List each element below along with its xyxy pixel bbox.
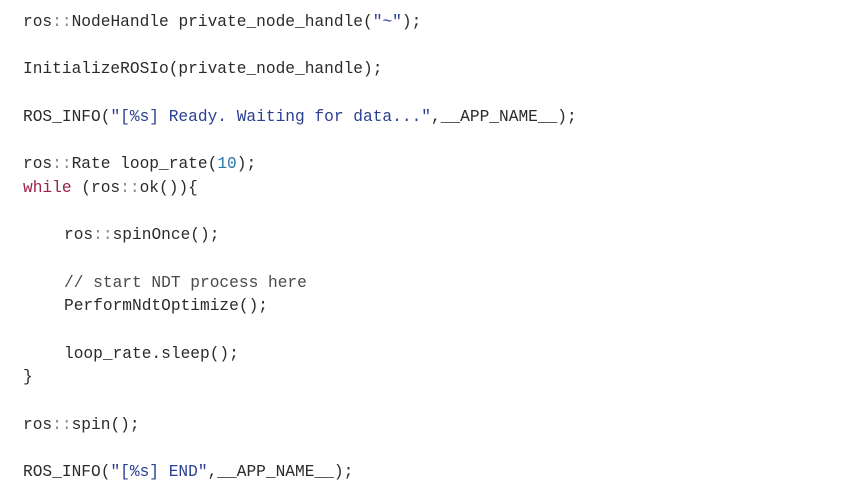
code-token-declaration: Rate loop_rate( bbox=[71, 155, 218, 174]
code-line-blank bbox=[23, 201, 859, 225]
code-line-2: InitializeROSIo(private_node_handle); bbox=[23, 58, 859, 82]
code-line-blank bbox=[23, 82, 859, 106]
code-token-string: "~" bbox=[372, 13, 402, 31]
code-token-scope-operator: :: bbox=[52, 155, 72, 174]
code-token-call: spinOnce(); bbox=[112, 226, 220, 245]
code-line-3: ROS_INFO("[%s] Ready. Waiting for data..… bbox=[23, 106, 859, 130]
code-line-blank bbox=[23, 390, 859, 414]
code-token-string: "[%s] END" bbox=[110, 463, 208, 482]
code-token-string: "[%s] Ready. Waiting for data..." bbox=[110, 107, 432, 126]
code-token-namespace: ros bbox=[23, 415, 53, 434]
code-token-scope-operator: :: bbox=[120, 178, 140, 197]
code-token-call: ROS_INFO( bbox=[23, 107, 111, 126]
code-line-blank bbox=[23, 129, 859, 153]
code-token-punctuation: ); bbox=[401, 13, 422, 31]
code-line-6: ros::spinOnce(); bbox=[23, 224, 859, 248]
code-line-1: ros::NodeHandle private_node_handle("~")… bbox=[23, 11, 859, 35]
code-token-call: loop_rate.sleep(); bbox=[64, 344, 239, 363]
code-line-blank bbox=[23, 319, 859, 343]
code-token-namespace: ros bbox=[64, 226, 94, 245]
code-line-4: ros::Rate loop_rate(10); bbox=[23, 153, 859, 177]
code-token-declaration: NodeHandle private_node_handle( bbox=[71, 13, 373, 31]
code-line-blank bbox=[23, 248, 859, 272]
code-token-scope-operator: :: bbox=[93, 226, 113, 245]
code-line-12: ROS_INFO("[%s] END",__APP_NAME__); bbox=[23, 461, 859, 485]
code-token-call: spin(); bbox=[71, 415, 140, 434]
code-line-blank bbox=[23, 35, 859, 59]
code-token-punctuation: ,__APP_NAME__); bbox=[431, 107, 577, 126]
code-token-scope-operator: :: bbox=[52, 415, 72, 434]
code-line-8: PerformNdtOptimize(); bbox=[23, 295, 859, 319]
code-token-comment: // start NDT process here bbox=[64, 273, 307, 292]
code-token-namespace: (ros bbox=[71, 178, 121, 197]
code-line-blank bbox=[23, 437, 859, 461]
code-line-5: while (ros::ok()){ bbox=[23, 177, 859, 201]
code-token-call: PerformNdtOptimize(); bbox=[64, 297, 268, 316]
code-token-scope-operator: :: bbox=[52, 13, 72, 31]
code-token-call: InitializeROSIo(private_node_handle); bbox=[23, 60, 383, 79]
code-token-namespace: ros bbox=[23, 155, 53, 174]
code-line-11: ros::spin(); bbox=[23, 414, 859, 438]
code-line-9: loop_rate.sleep(); bbox=[23, 343, 859, 367]
code-token-keyword: while bbox=[23, 178, 72, 197]
code-token-punctuation: ,__APP_NAME__); bbox=[207, 463, 354, 482]
code-token-punctuation: ); bbox=[236, 155, 257, 174]
code-line-10: } bbox=[23, 366, 859, 390]
code-token-namespace: ros bbox=[23, 13, 53, 31]
code-token-brace: } bbox=[23, 368, 33, 387]
code-token-number: 10 bbox=[217, 155, 237, 174]
code-line-7: // start NDT process here bbox=[23, 272, 859, 296]
code-token-call: ok()){ bbox=[139, 178, 198, 197]
code-token-call: ROS_INFO( bbox=[23, 463, 111, 482]
